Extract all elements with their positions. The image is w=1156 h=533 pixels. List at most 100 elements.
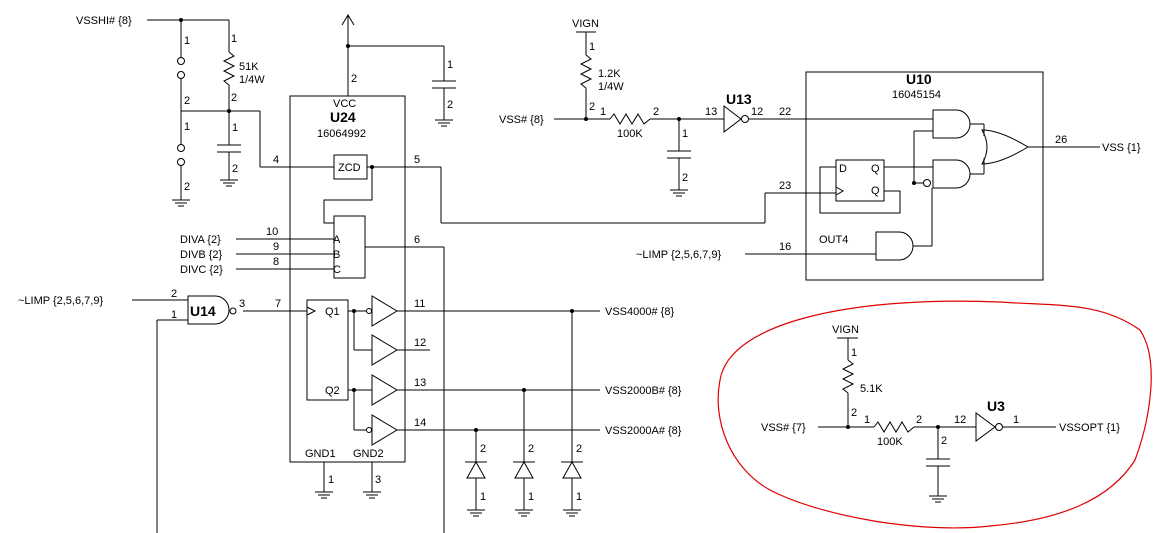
svg-text:GND2: GND2 — [353, 448, 384, 460]
svg-text:13: 13 — [414, 377, 426, 389]
svg-text:1: 1 — [600, 106, 606, 118]
svg-text:Q: Q — [871, 185, 880, 197]
svg-text:Q2: Q2 — [325, 385, 340, 397]
svg-text:1: 1 — [682, 128, 688, 140]
svg-text:12: 12 — [954, 414, 966, 426]
svg-text:1: 1 — [528, 491, 534, 503]
r51k-value: 51K — [239, 61, 259, 73]
svg-text:10: 10 — [266, 226, 278, 238]
svg-text:2: 2 — [576, 443, 582, 455]
svg-text:B: B — [333, 249, 340, 261]
svg-text:4: 4 — [273, 154, 279, 166]
net-label-vssopt: VSSOPT {1} — [1059, 422, 1120, 434]
svg-text:VSS2000A# {8}: VSS2000A# {8} — [605, 425, 682, 437]
svg-text:DIVB {2}: DIVB {2} — [180, 249, 223, 261]
svg-text:26: 26 — [1055, 134, 1067, 146]
u13-network: VIGN 1 2 1.2K 1/4W VSS# {8} 1 100K 2 1 2… — [499, 18, 933, 197]
u14-nand: ~LIMP {2,5,6,7,9} 2 1 U14 3 — [18, 288, 245, 533]
svg-text:1: 1 — [1013, 414, 1019, 426]
svg-text:2: 2 — [231, 92, 237, 104]
u10-ref: U10 — [906, 71, 932, 87]
svg-text:5.1K: 5.1K — [860, 383, 883, 395]
u14-ref: U14 — [190, 303, 216, 319]
svg-text:DIVC {2}: DIVC {2} — [180, 264, 223, 276]
svg-text:6: 6 — [414, 234, 420, 246]
svg-text:13: 13 — [705, 106, 717, 118]
svg-text:OUT4: OUT4 — [819, 234, 848, 246]
u24-zcd: ZCD — [338, 162, 361, 174]
svg-text:VSS# {8}: VSS# {8} — [499, 114, 544, 126]
svg-text:14: 14 — [414, 417, 426, 429]
svg-text:100K: 100K — [617, 128, 643, 140]
net-label-vsshi: VSSHI# {8} — [76, 15, 132, 27]
svg-text:22: 22 — [779, 106, 791, 118]
svg-text:VSS2000B# {8}: VSS2000B# {8} — [605, 385, 682, 397]
net-label-limp2: ~LIMP {2,5,6,7,9} — [636, 249, 721, 261]
svg-text:9: 9 — [273, 241, 279, 253]
svg-text:2: 2 — [232, 163, 238, 175]
svg-text:2: 2 — [171, 288, 177, 300]
svg-text:23: 23 — [779, 180, 791, 192]
svg-text:2: 2 — [480, 443, 486, 455]
vsshi-network: VSSHI# {8} 1 2 1 2 1 2 51K 1/4W 1 2 — [76, 15, 334, 207]
highlight-circle — [717, 300, 1152, 529]
svg-text:1.2K: 1.2K — [598, 68, 621, 80]
svg-text:VSS# {7}: VSS# {7} — [761, 422, 806, 434]
zcd-route: 23 — [440, 167, 836, 224]
svg-text:2: 2 — [851, 407, 857, 419]
svg-text:3: 3 — [375, 474, 381, 486]
svg-text:1: 1 — [851, 347, 857, 359]
svg-text:1: 1 — [231, 33, 237, 45]
svg-text:2: 2 — [589, 101, 595, 113]
svg-text:1: 1 — [447, 59, 453, 71]
svg-text:5: 5 — [414, 154, 420, 166]
svg-text:2: 2 — [653, 106, 659, 118]
svg-text:VIGN: VIGN — [832, 324, 859, 336]
u24-ref: U24 — [330, 109, 356, 125]
svg-text:12: 12 — [751, 106, 763, 118]
svg-text:1: 1 — [184, 121, 190, 133]
svg-text:1: 1 — [328, 474, 334, 486]
div-inputs: DIVA {2} DIVB {2} DIVC {2} 10 9 8 — [180, 226, 334, 276]
svg-text:1: 1 — [480, 491, 486, 503]
vss-outputs: VSS4000# {8} VSS2000B# {8} VSS2000A# {8}… — [465, 306, 682, 517]
r51k-power: 1/4W — [239, 74, 265, 86]
svg-text:2: 2 — [184, 181, 190, 193]
svg-text:1: 1 — [576, 491, 582, 503]
svg-text:GND1: GND1 — [305, 448, 336, 460]
svg-text:100K: 100K — [877, 436, 903, 448]
svg-text:12: 12 — [414, 337, 426, 349]
svg-text:1: 1 — [864, 414, 870, 426]
svg-text:1/4W: 1/4W — [598, 81, 624, 93]
svg-text:2: 2 — [351, 73, 357, 85]
u10-part: 16045154 — [892, 89, 941, 101]
svg-text:2: 2 — [447, 99, 453, 111]
svg-text:A: A — [333, 234, 341, 246]
svg-text:DIVA {2}: DIVA {2} — [180, 234, 221, 246]
svg-text:Q1: Q1 — [325, 306, 340, 318]
net-label-vss1: VSS {1} — [1102, 142, 1141, 154]
svg-text:11: 11 — [414, 298, 425, 310]
u10-ic: U10 16045154 D Q Q 26 OUT4 16 — [745, 71, 1100, 281]
svg-text:2: 2 — [528, 443, 534, 455]
svg-text:16: 16 — [779, 241, 791, 253]
svg-text:VSS4000# {8}: VSS4000# {8} — [605, 306, 674, 318]
u24-part: 16064992 — [317, 128, 366, 140]
svg-text:8: 8 — [273, 256, 279, 268]
u24-vcc-label: VCC — [333, 98, 356, 110]
svg-text:C: C — [333, 264, 341, 276]
svg-text:VIGN: VIGN — [572, 18, 599, 30]
u3-network: VIGN 1 2 5.1K VSS# {7} 1 100K 2 2 12 U3 … — [761, 324, 1120, 503]
u24-ic: 1 2 2 VCC U24 16064992 ZCD 5 A B C 6 Q1 … — [243, 14, 600, 533]
svg-text:D: D — [839, 163, 847, 175]
svg-text:1: 1 — [589, 41, 595, 53]
svg-text:3: 3 — [239, 298, 245, 310]
svg-text:1: 1 — [184, 35, 190, 47]
svg-text:Q: Q — [871, 163, 880, 175]
svg-text:1: 1 — [171, 309, 177, 321]
svg-text:~LIMP {2,5,6,7,9}: ~LIMP {2,5,6,7,9} — [18, 295, 103, 307]
svg-text:2: 2 — [941, 435, 947, 447]
svg-text:1: 1 — [232, 122, 238, 134]
svg-text:2: 2 — [916, 414, 922, 426]
